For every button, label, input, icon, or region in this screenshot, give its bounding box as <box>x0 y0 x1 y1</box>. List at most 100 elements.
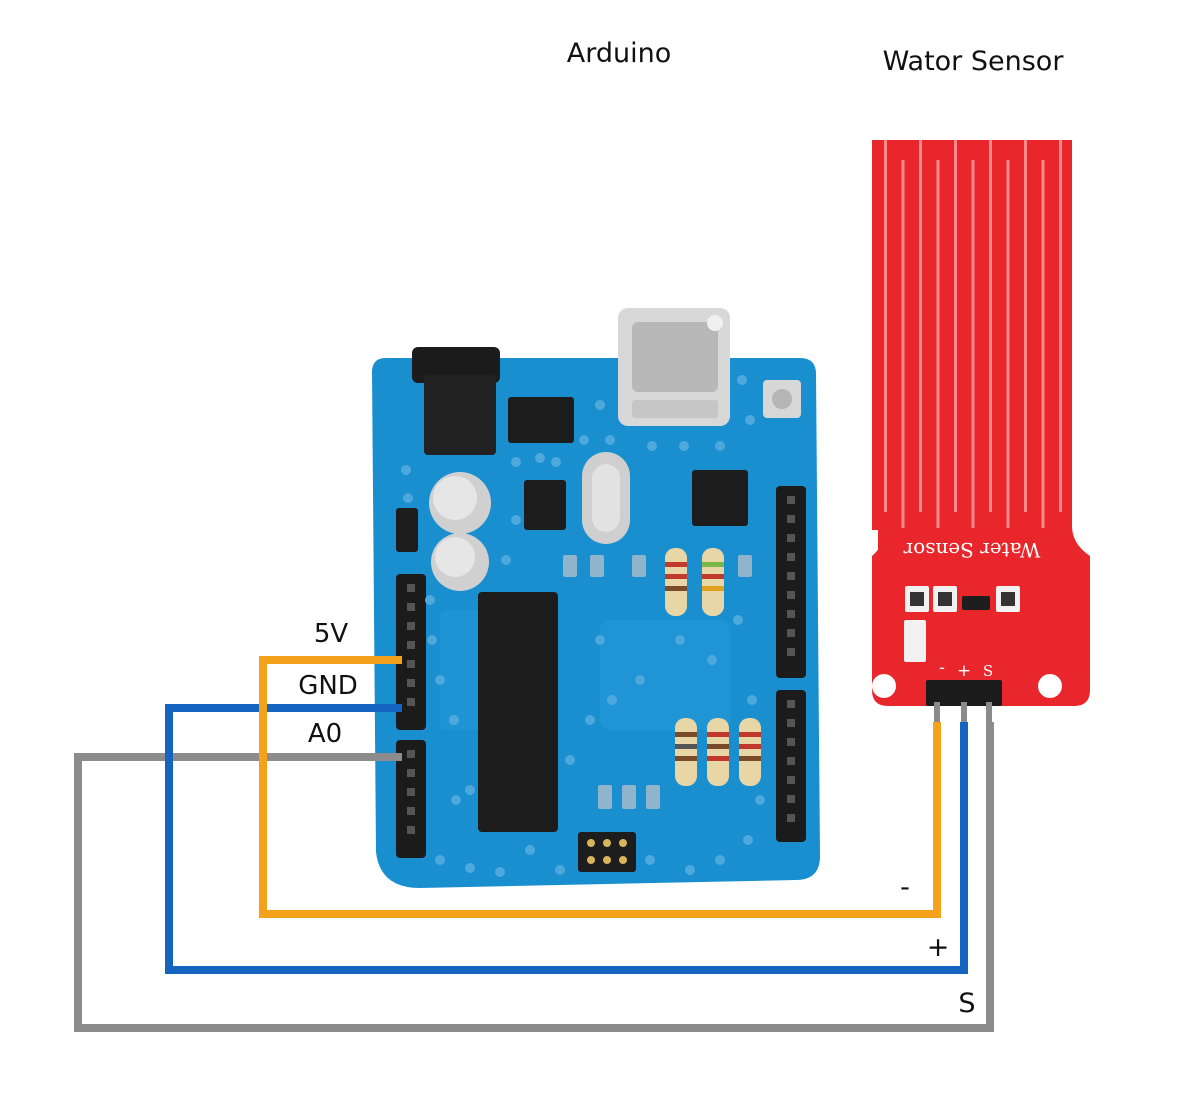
sensor-trace <box>989 140 992 512</box>
regulator-chip <box>508 397 574 443</box>
arduino-board <box>372 308 820 888</box>
sensor-label-s: S <box>958 988 975 1019</box>
header-hole <box>407 622 415 630</box>
resistor-band <box>665 562 687 567</box>
sensor-pin-header <box>926 680 1002 706</box>
board-via <box>565 755 575 765</box>
board-via <box>635 675 645 685</box>
sensor-trace <box>954 140 957 512</box>
board-via <box>535 453 545 463</box>
board-via <box>495 867 505 877</box>
icsp-pin <box>587 856 595 864</box>
header-hole <box>787 515 795 523</box>
small-chip <box>524 480 566 530</box>
sensor-silkscreen-text: Water Sensor <box>903 538 1040 562</box>
sensor-resistor-body <box>910 592 924 606</box>
resistor-band <box>702 562 724 567</box>
board-via <box>743 835 753 845</box>
board-via <box>501 555 511 565</box>
pin-label-a0: A0 <box>308 719 342 749</box>
board-via <box>645 855 655 865</box>
icsp-pin <box>619 839 627 847</box>
usb-connector-lip <box>632 400 718 418</box>
header-hole <box>787 814 795 822</box>
sensor-silk-minus: - <box>939 658 945 678</box>
sensor-trace <box>971 160 975 530</box>
power-jack-top <box>412 347 500 383</box>
board-via <box>511 457 521 467</box>
reset-button-cap <box>772 389 792 409</box>
header-hole <box>787 648 795 656</box>
sensor-trace <box>1024 140 1027 512</box>
wire-gnd <box>165 704 968 974</box>
board-via <box>715 855 725 865</box>
header-hole <box>407 603 415 611</box>
board-via <box>679 441 689 451</box>
microcontroller-chip <box>478 592 558 832</box>
board-via <box>607 695 617 705</box>
sensor-pin <box>986 702 992 728</box>
resistor <box>702 548 724 616</box>
resistor-band <box>739 732 761 737</box>
board-via <box>745 415 755 425</box>
sensor-label-minus: - <box>900 872 910 903</box>
sensor-trace <box>1059 140 1062 512</box>
header-hole <box>787 553 795 561</box>
header-holes <box>407 496 795 834</box>
resistor-band <box>707 744 729 749</box>
sensor-silk-plus: + <box>957 661 971 681</box>
board-via <box>685 865 695 875</box>
resistor <box>707 718 729 786</box>
header-hole <box>787 496 795 504</box>
sensor-trace <box>1041 160 1045 530</box>
board-via <box>555 865 565 875</box>
sensor-resistor-body <box>1001 592 1015 606</box>
header-hole <box>407 807 415 815</box>
icsp-pin <box>619 856 627 864</box>
sensor-pin <box>961 702 967 728</box>
board-via <box>647 441 657 451</box>
resistor-group-bottom <box>675 718 761 786</box>
board-vias <box>401 375 765 877</box>
header-hole <box>787 572 795 580</box>
resistor <box>739 718 761 786</box>
icsp-housing <box>578 832 636 872</box>
smd-component <box>396 508 418 552</box>
header-hole <box>787 591 795 599</box>
mounting-hole <box>1038 674 1062 698</box>
board-via <box>707 655 717 665</box>
arduino-pcb-area <box>440 610 490 730</box>
sensor-trace <box>1006 160 1010 530</box>
board-via <box>425 595 435 605</box>
capacitor-top <box>435 537 475 577</box>
board-via <box>755 795 765 805</box>
board-via <box>733 615 743 625</box>
smd-pad <box>563 555 577 577</box>
header-hole <box>787 719 795 727</box>
resistor-band <box>702 574 724 579</box>
usb-chip <box>692 470 748 526</box>
board-via <box>427 635 437 645</box>
smd-pads <box>563 555 752 809</box>
board-via <box>605 435 615 445</box>
digital-header-lower <box>776 690 806 842</box>
resistor-group-top <box>665 548 724 616</box>
digital-header-upper <box>776 486 806 678</box>
usb-highlight <box>707 315 723 331</box>
header-hole <box>407 750 415 758</box>
sensor-label-plus: + <box>927 932 950 963</box>
sensor-silk-strip <box>878 528 1066 558</box>
header-hole <box>787 629 795 637</box>
header-hole <box>787 610 795 618</box>
sensor-trace <box>901 160 905 530</box>
sensor-title: Wator Sensor <box>883 46 1065 77</box>
pin-label-5v: 5V <box>314 619 349 649</box>
sensor-traces <box>884 140 1062 530</box>
icsp-pin <box>603 856 611 864</box>
sensor-pin <box>934 702 940 728</box>
power-header <box>396 574 426 730</box>
board-via <box>401 465 411 475</box>
header-hole <box>407 769 415 777</box>
board-via <box>451 795 461 805</box>
header-hole <box>407 698 415 706</box>
